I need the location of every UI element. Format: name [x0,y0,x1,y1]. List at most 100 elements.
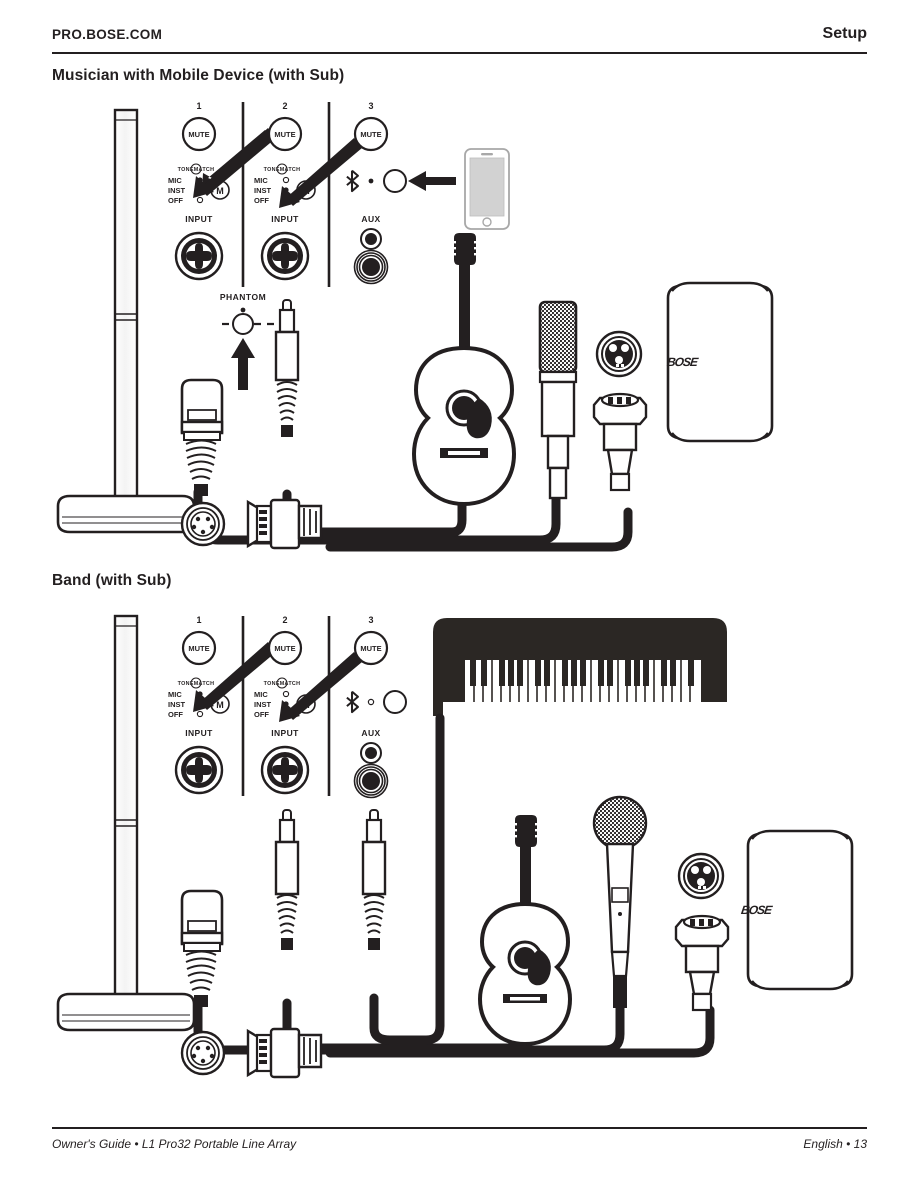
speaker-sub-connector-row [180,1027,323,1079]
bose-logo: BOSE [740,903,774,917]
mixer-channel-1[interactable]: 1 MUTE TONEMATCH MIC INST OFF M IN [168,101,276,281]
xlr-microphone-cable [180,378,224,496]
footer-guide-title: Owner's Guide • L1 Pro32 Portable Line A… [52,1137,297,1151]
line-array-speaker [56,108,196,534]
mode-label-inst: INST [168,700,186,709]
svg-text:M: M [216,700,224,710]
mute-button-channel-1[interactable]: MUTE [181,116,217,152]
mute-button-label: MUTE [360,130,381,139]
tonematch-label: TONEMATCH [178,681,215,687]
channel-number-label: 2 [282,101,287,111]
mixer-channel-3[interactable]: 3 MUTE AUX [346,615,407,799]
aux-quarter-inch-jack[interactable] [353,763,389,799]
mode-label-mic: MIC [254,176,268,185]
mute-button-label: MUTE [274,644,295,653]
mobile-device [464,148,510,230]
mode-label-off: OFF [168,710,183,719]
mode-label-inst: INST [254,700,272,709]
handheld-microphone [592,795,648,1008]
callout-arrow-phantom [231,338,255,390]
aux-mini-jack[interactable] [360,742,382,764]
input-jack-label: INPUT [185,728,213,738]
input-jack-label: INPUT [271,728,299,738]
channel-number-label: 1 [196,615,201,625]
mute-button-channel-3[interactable]: MUTE [353,116,389,152]
mixer-channel-3[interactable]: 3 MUTE AUX [346,101,407,285]
speaker-cable-plug [246,1027,323,1079]
footer-divider [52,1127,867,1129]
speaker-input-port [180,501,226,547]
sub-connector [674,852,730,1012]
mute-button-label: MUTE [188,644,209,653]
combo-input-jack-channel-2[interactable] [260,745,310,795]
mute-button-channel-1[interactable]: MUTE [181,630,217,666]
diagram-band-with-sub: 1 MUTE TONEMATCH MIC INST OFF M INPUT [0,598,919,1118]
xlr-microphone-cable [180,889,224,1007]
condenser-microphone [538,300,578,500]
mode-label-inst: INST [254,186,272,195]
trs-instrument-cable [274,299,300,437]
mode-indicator-mic[interactable] [282,176,290,184]
aux-jack-label: AUX [361,728,380,738]
mixer-channel-2[interactable]: 2 MUTE TONEMATCH MIC INST OFF M INPUT [254,101,362,281]
aux-quarter-inch-jack[interactable] [353,249,389,285]
trs-instrument-cable [274,809,300,950]
mute-button-label: MUTE [274,130,295,139]
speaker-cable-plug [246,498,323,550]
sub-input-port [677,852,725,900]
mode-indicator-off[interactable] [196,196,204,204]
bluetooth-icon [346,690,359,714]
keyboard [433,618,727,716]
acoustic-guitar [477,815,573,1047]
speaker-sub-connector-row [180,498,323,550]
mute-button-label: MUTE [188,130,209,139]
combo-input-jack-channel-2[interactable] [260,231,310,281]
mixer-channel-2[interactable]: 2 MUTE TONEMATCH MIC INST OFF M INPUT [254,615,362,795]
svg-text:M: M [216,186,224,196]
tonematch-label: TONEMATCH [264,167,301,173]
mute-button-channel-2[interactable]: MUTE [267,116,303,152]
bluetooth-icon [346,169,359,193]
phantom-label: PHANTOM [220,292,266,302]
header-site-url: PRO.BOSE.COM [52,27,163,42]
input-jack-label: INPUT [271,214,299,224]
mode-label-mic: MIC [168,690,182,699]
aux-mini-jack[interactable] [360,228,382,250]
diagram-musician-with-mobile-device: 1 MUTE TONEMATCH MIC INST OFF M IN [0,92,919,562]
mixer-channel-1[interactable]: 1 MUTE TONEMATCH MIC INST OFF M INPUT [168,615,276,795]
bluetooth-pair-button[interactable] [383,169,407,193]
combo-input-jack-channel-1[interactable] [174,745,224,795]
channel-number-label: 2 [282,615,287,625]
sub-connector [592,330,648,492]
tonematch-label: TONEMATCH [178,167,215,173]
mode-indicator-mic[interactable] [282,690,290,698]
bose-logo: BOSE [666,355,700,369]
mode-indicator-off[interactable] [196,710,204,718]
callout-arrow-channel-1 [200,642,276,710]
callout-arrow-bluetooth [408,171,456,191]
mute-button-label: MUTE [360,644,381,653]
footer-page-number: English • 13 [803,1137,867,1151]
combo-input-jack-channel-1[interactable] [174,231,224,281]
phantom-power-button[interactable] [232,313,254,335]
channel-number-label: 1 [196,101,201,111]
mode-label-mic: MIC [254,690,268,699]
mode-label-off: OFF [254,710,269,719]
mode-label-off: OFF [168,196,183,205]
line-array-speaker [56,614,196,1032]
channel-number-label: 3 [368,101,373,111]
mute-button-channel-3[interactable]: MUTE [353,630,389,666]
pairing-indicator[interactable] [367,698,375,706]
mode-label-inst: INST [168,186,186,195]
page-footer: Owner's Guide • L1 Pro32 Portable Line A… [52,1137,867,1157]
speaker-input-port [180,1030,226,1076]
mute-button-channel-2[interactable]: MUTE [267,630,303,666]
header-section-title: Setup [822,25,867,42]
mode-label-mic: MIC [168,176,182,185]
pairing-indicator[interactable] [368,178,374,184]
input-jack-label: INPUT [185,214,213,224]
bluetooth-pair-button[interactable] [383,690,407,714]
sub-input-port [595,330,643,378]
phantom-indicator [240,307,246,313]
